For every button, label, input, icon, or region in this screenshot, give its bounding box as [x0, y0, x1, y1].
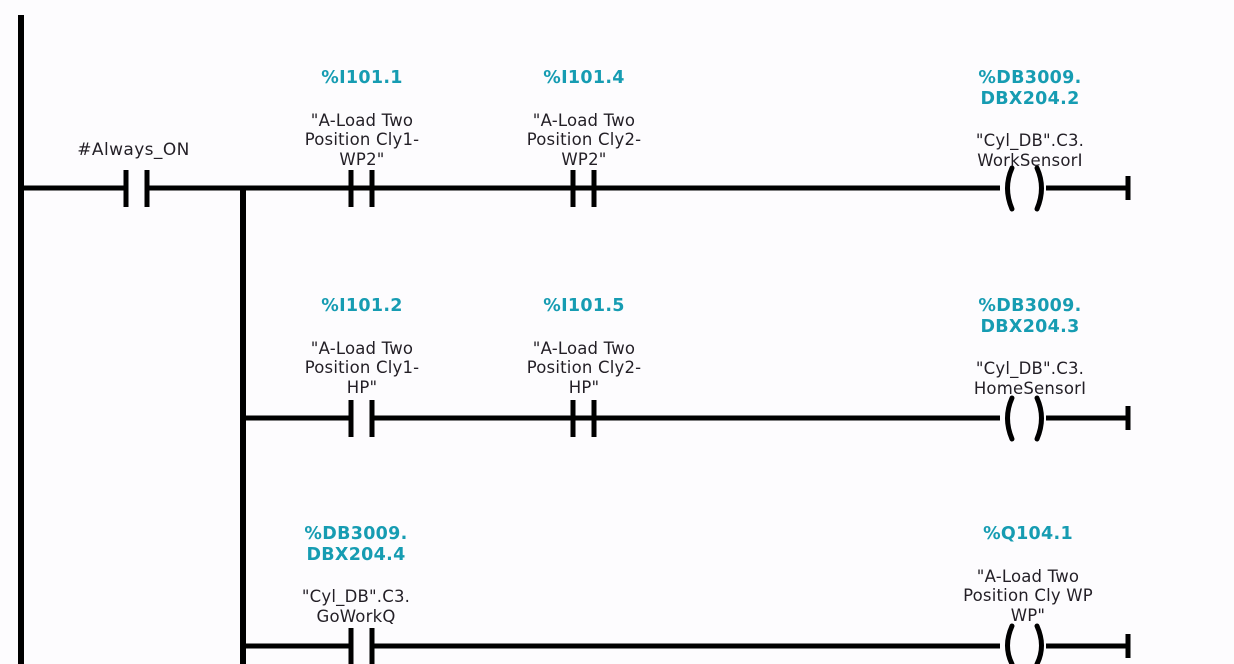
coil-q104-1-right-paren: [1034, 623, 1044, 664]
coil-dbx204-2-left-paren: [1005, 165, 1015, 212]
contact-symbol-i101-1: "A-Load Two Position Cly1- WP2": [304, 110, 420, 169]
coil-address-dbx204-3: %DB3009. DBX204.3: [978, 296, 1082, 337]
coil-dbx204-3-right-paren: [1034, 395, 1044, 442]
coil-symbol-q104-1: "A-Load Two Position Cly WP WP": [963, 566, 1093, 625]
contact-label-i101-4: %I101.4 "A-Load Two Position Cly2- WP2": [494, 48, 674, 189]
contact-label-dbx204-4: %DB3009. DBX204.4 "Cyl_DB".C3. GoWorkQ: [266, 504, 446, 646]
contact-address-dbx204-4: %DB3009. DBX204.4: [304, 524, 408, 565]
coil-dbx204-2-right-paren: [1034, 165, 1044, 212]
contact-label-always-on: #Always_ON: [77, 140, 190, 160]
contact-address-i101-2: %I101.2: [321, 296, 403, 317]
coil-dbx204-3-left-paren: [1005, 395, 1015, 442]
coil-label-dbx204-3: %DB3009. DBX204.3 "Cyl_DB".C3. HomeSenso…: [934, 276, 1126, 418]
contact-address-i101-1: %I101.1: [321, 68, 403, 89]
contact-symbol-i101-5: "A-Load Two Position Cly2- HP": [526, 338, 642, 397]
contact-address-i101-4: %I101.4: [543, 68, 625, 89]
contact-label-i101-1: %I101.1 "A-Load Two Position Cly1- WP2": [272, 48, 452, 189]
contact-symbol-i101-4: "A-Load Two Position Cly2- WP2": [526, 110, 642, 169]
coil-address-dbx204-2: %DB3009. DBX204.2: [978, 68, 1082, 109]
contact-symbol-dbx204-4: "Cyl_DB".C3. GoWorkQ: [301, 587, 411, 626]
coil-address-q104-1: %Q104.1: [983, 524, 1073, 545]
contact-label-i101-2: %I101.2 "A-Load Two Position Cly1- HP": [272, 276, 452, 417]
coil-label-dbx204-2: %DB3009. DBX204.2 "Cyl_DB".C3. WorkSenso…: [934, 48, 1126, 190]
contact-label-i101-5: %I101.5 "A-Load Two Position Cly2- HP": [494, 276, 674, 417]
coil-q104-1-left-paren: [1005, 623, 1015, 664]
coil-symbol-dbx204-2: "Cyl_DB".C3. WorkSensorI: [975, 131, 1085, 170]
coil-symbol-dbx204-3: "Cyl_DB".C3. HomeSensorI: [973, 359, 1087, 398]
contact-address-i101-5: %I101.5: [543, 296, 625, 317]
coil-label-q104-1: %Q104.1 "A-Load Two Position Cly WP WP": [930, 504, 1126, 645]
contact-symbol-i101-2: "A-Load Two Position Cly1- HP": [304, 338, 420, 397]
